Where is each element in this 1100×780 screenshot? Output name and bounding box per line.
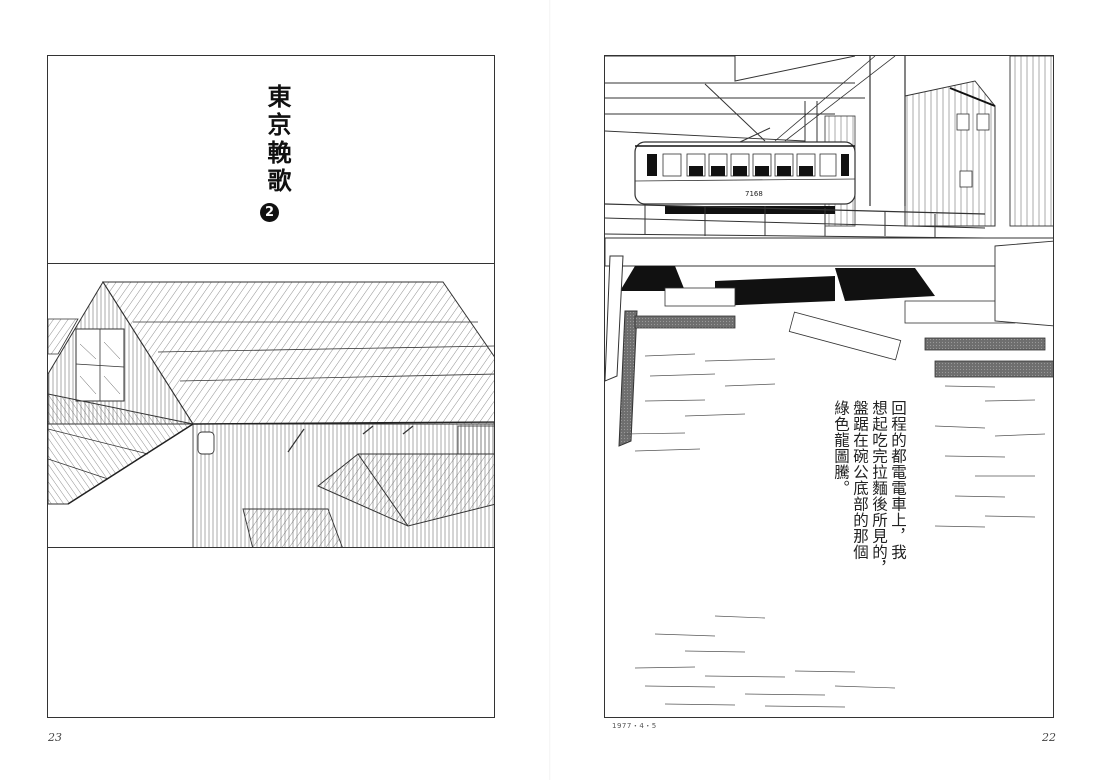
chapter-title: 東京輓歌 (263, 84, 292, 196)
page-number-left: 23 (48, 731, 62, 744)
date-stamp: 1977・4・5 (612, 722, 657, 730)
narration-caption: 回程的都電電車上，我 想起吃完拉麵後所見的， 盤踞在碗公底部的那個 綠色龍圖騰。 (831, 400, 907, 600)
tram-illustration-panel: 7168 (604, 55, 1054, 718)
title-panel: 東京輓歌 2 (47, 55, 495, 264)
tram-bridge-river-illustration: 7168 (605, 56, 1053, 708)
tram-windows (647, 153, 849, 177)
caption-line: 綠色龍圖騰。 (832, 400, 850, 496)
caption-line: 盤踞在碗公底部的那個 (851, 400, 869, 560)
house-illustration-panel (47, 263, 495, 548)
book-spine (549, 0, 551, 780)
caption-line: 回程的都電電車上，我 (889, 400, 907, 560)
tram-number: 7168 (745, 190, 763, 198)
wooden-houses-illustration (48, 281, 494, 547)
caption-line: 想起吃完拉麵後所見的， (870, 400, 888, 576)
page-number-right: 22 (1042, 731, 1056, 744)
chapter-number-badge: 2 (260, 203, 279, 222)
blank-panel (47, 547, 495, 718)
right-page: 7168 (550, 0, 1100, 780)
left-page: 東京輓歌 2 (47, 55, 495, 744)
